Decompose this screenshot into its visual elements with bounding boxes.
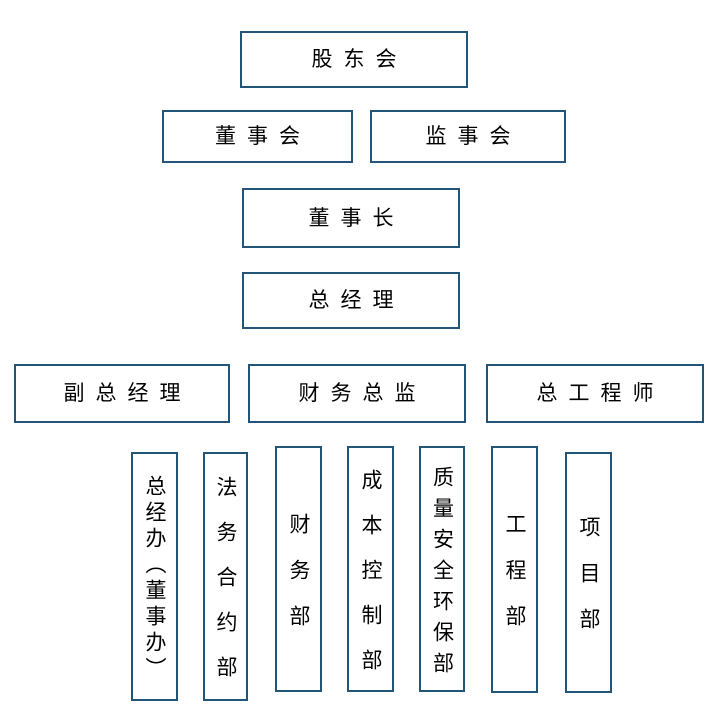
org-node-board-of-directors: 董事会 xyxy=(162,110,353,163)
org-node-engineering-dept: 工程部 xyxy=(491,446,538,693)
org-node-cost-control-dept: 成本控制部 xyxy=(347,446,394,694)
org-node-label: 法务合约部 xyxy=(214,476,238,701)
org-node-general-manager: 总经理 xyxy=(242,272,460,329)
org-node-chief-engineer: 总工程师 xyxy=(486,364,704,423)
org-node-label: 董事长 xyxy=(308,205,405,230)
org-node-finance-dept: 财务部 xyxy=(275,446,322,692)
org-node-label: 成本控制部 xyxy=(359,468,383,694)
org-node-label: 总经理 xyxy=(308,288,405,312)
org-node-project-dept: 项目部 xyxy=(565,452,612,693)
org-node-label: 董事会 xyxy=(215,124,311,148)
org-node-deputy-general-manager: 副总经理 xyxy=(14,364,230,423)
org-node-label: 总经办（董事办） xyxy=(143,475,167,683)
org-node-gm-office: 总经办（董事办） xyxy=(131,452,178,701)
org-node-label: 财务部 xyxy=(287,512,311,651)
org-node-label: 总工程师 xyxy=(536,381,665,405)
org-node-chairman: 董事长 xyxy=(242,188,460,248)
org-node-supervisory-board: 监事会 xyxy=(370,110,566,163)
org-node-label: 工程部 xyxy=(503,513,527,651)
org-node-label: 监事会 xyxy=(425,124,522,148)
org-node-legal-contract-dept: 法务合约部 xyxy=(203,452,248,701)
org-node-label: 副总经理 xyxy=(63,381,192,405)
org-node-finance-director: 财务总监 xyxy=(248,364,466,423)
org-node-quality-safety-env-dept: 质量安全环保部 xyxy=(419,446,465,692)
org-node-label: 质量安全环保部 xyxy=(430,465,455,683)
org-node-label: 财务总监 xyxy=(298,381,427,405)
org-node-shareholders-meeting: 股东会 xyxy=(240,31,468,88)
org-node-label: 项目部 xyxy=(577,516,601,654)
org-node-label: 股东会 xyxy=(311,47,408,71)
